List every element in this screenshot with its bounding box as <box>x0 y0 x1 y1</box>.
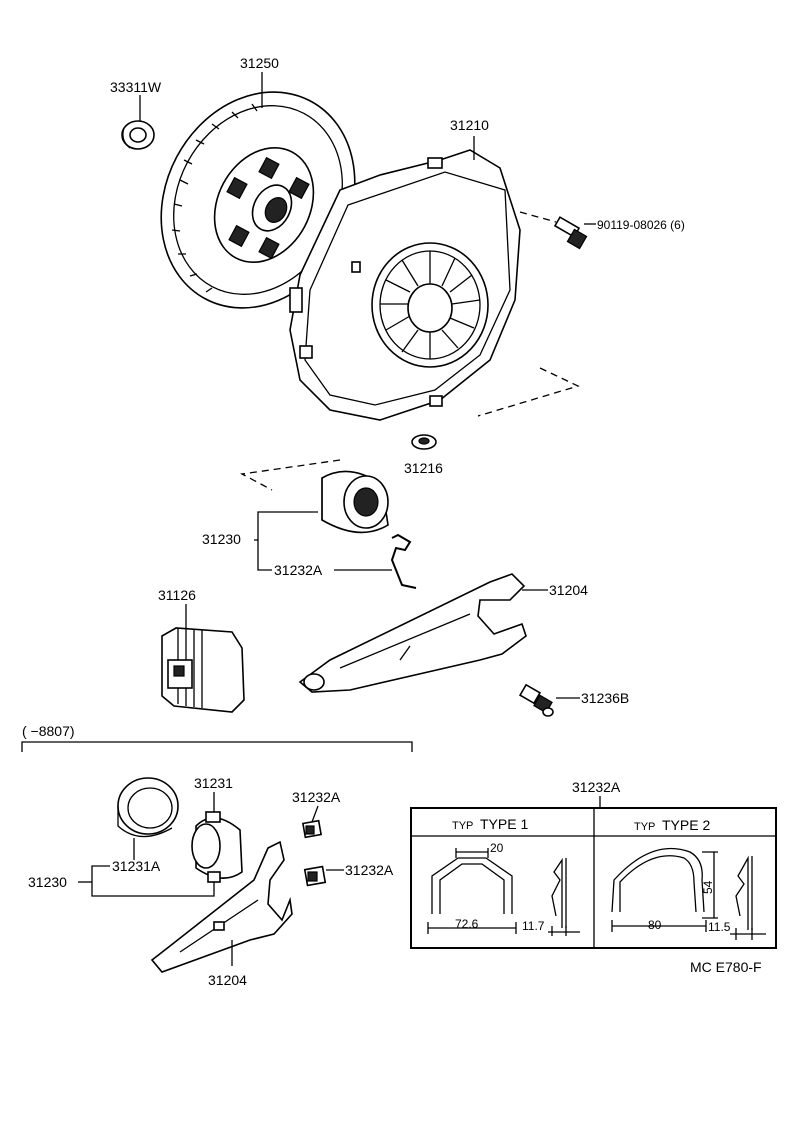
type1-dim-width: 72.6 <box>455 917 479 931</box>
part-label-31204-bot: 31204 <box>208 972 247 988</box>
part-label-31126: 31126 <box>158 587 196 603</box>
clutch-disc-part <box>160 91 356 309</box>
clip-31232a-lower <box>303 865 327 887</box>
clip-31232a-upper <box>301 819 323 839</box>
clip-31216-part <box>411 434 437 450</box>
part-label-31230-bot: 31230 <box>28 874 67 890</box>
pilot-bearing-part <box>121 120 155 150</box>
part-label-31231: 31231 <box>194 775 233 791</box>
date-range-label: ( −8807) <box>22 723 75 739</box>
type2-clip-drawing <box>611 847 766 940</box>
part-label-31236b: 31236B <box>581 690 629 706</box>
type2-heading: TYPE 2 <box>662 817 710 833</box>
type2-prefix: TYP <box>634 821 655 833</box>
type1-clip-drawing <box>427 848 580 936</box>
fork-boot-part <box>161 627 245 713</box>
part-label-31216: 31216 <box>404 460 443 476</box>
part-label-90119: 90119-08026 (6) <box>597 218 685 232</box>
part-label-33311w: 33311W <box>110 79 162 95</box>
diagram-code: MC E780-F <box>690 959 762 975</box>
type1-prefix: TYP <box>452 820 473 832</box>
part-label-31232a-b: 31232A <box>345 862 394 878</box>
dash-outline-cover <box>477 367 580 417</box>
release-hub-part <box>191 811 243 883</box>
part-label-31230-top: 31230 <box>202 531 241 547</box>
part-label-31232a-table: 31232A <box>572 779 621 795</box>
type1-dim-top: 20 <box>490 841 504 855</box>
wire-clip-part <box>390 533 417 589</box>
release-bearing-part-top <box>321 470 389 534</box>
part-label-31204-top: 31204 <box>549 582 588 598</box>
bracket-31230-top <box>257 511 318 571</box>
cover-bolt-part <box>553 216 588 250</box>
bracket-31230-bot <box>91 865 215 897</box>
part-label-31231a: 31231A <box>112 858 161 874</box>
pivot-ball-part <box>518 683 554 717</box>
type1-heading: TYPE 1 <box>480 816 528 832</box>
type2-dim-height: 54 <box>701 880 715 894</box>
range-bracket <box>21 741 413 752</box>
part-label-31210: 31210 <box>450 117 489 133</box>
type1-dim-side: 11.7 <box>522 919 545 933</box>
type2-dim-width: 80 <box>648 918 662 932</box>
part-label-31250: 31250 <box>240 55 279 71</box>
release-fork-part-top <box>298 573 527 693</box>
dash-outline-bearing <box>239 459 341 491</box>
bolt-dash-leader <box>519 211 557 223</box>
part-label-31232a-a: 31232A <box>292 789 341 805</box>
bearing-hub-part <box>117 777 179 838</box>
type2-dim-side: 11.5 <box>708 920 731 934</box>
clutch-cover-part <box>289 149 521 421</box>
release-fork-part-bottom <box>150 840 293 973</box>
leader-31232a-a <box>311 805 319 823</box>
part-label-31232a-top: 31232A <box>274 562 323 578</box>
